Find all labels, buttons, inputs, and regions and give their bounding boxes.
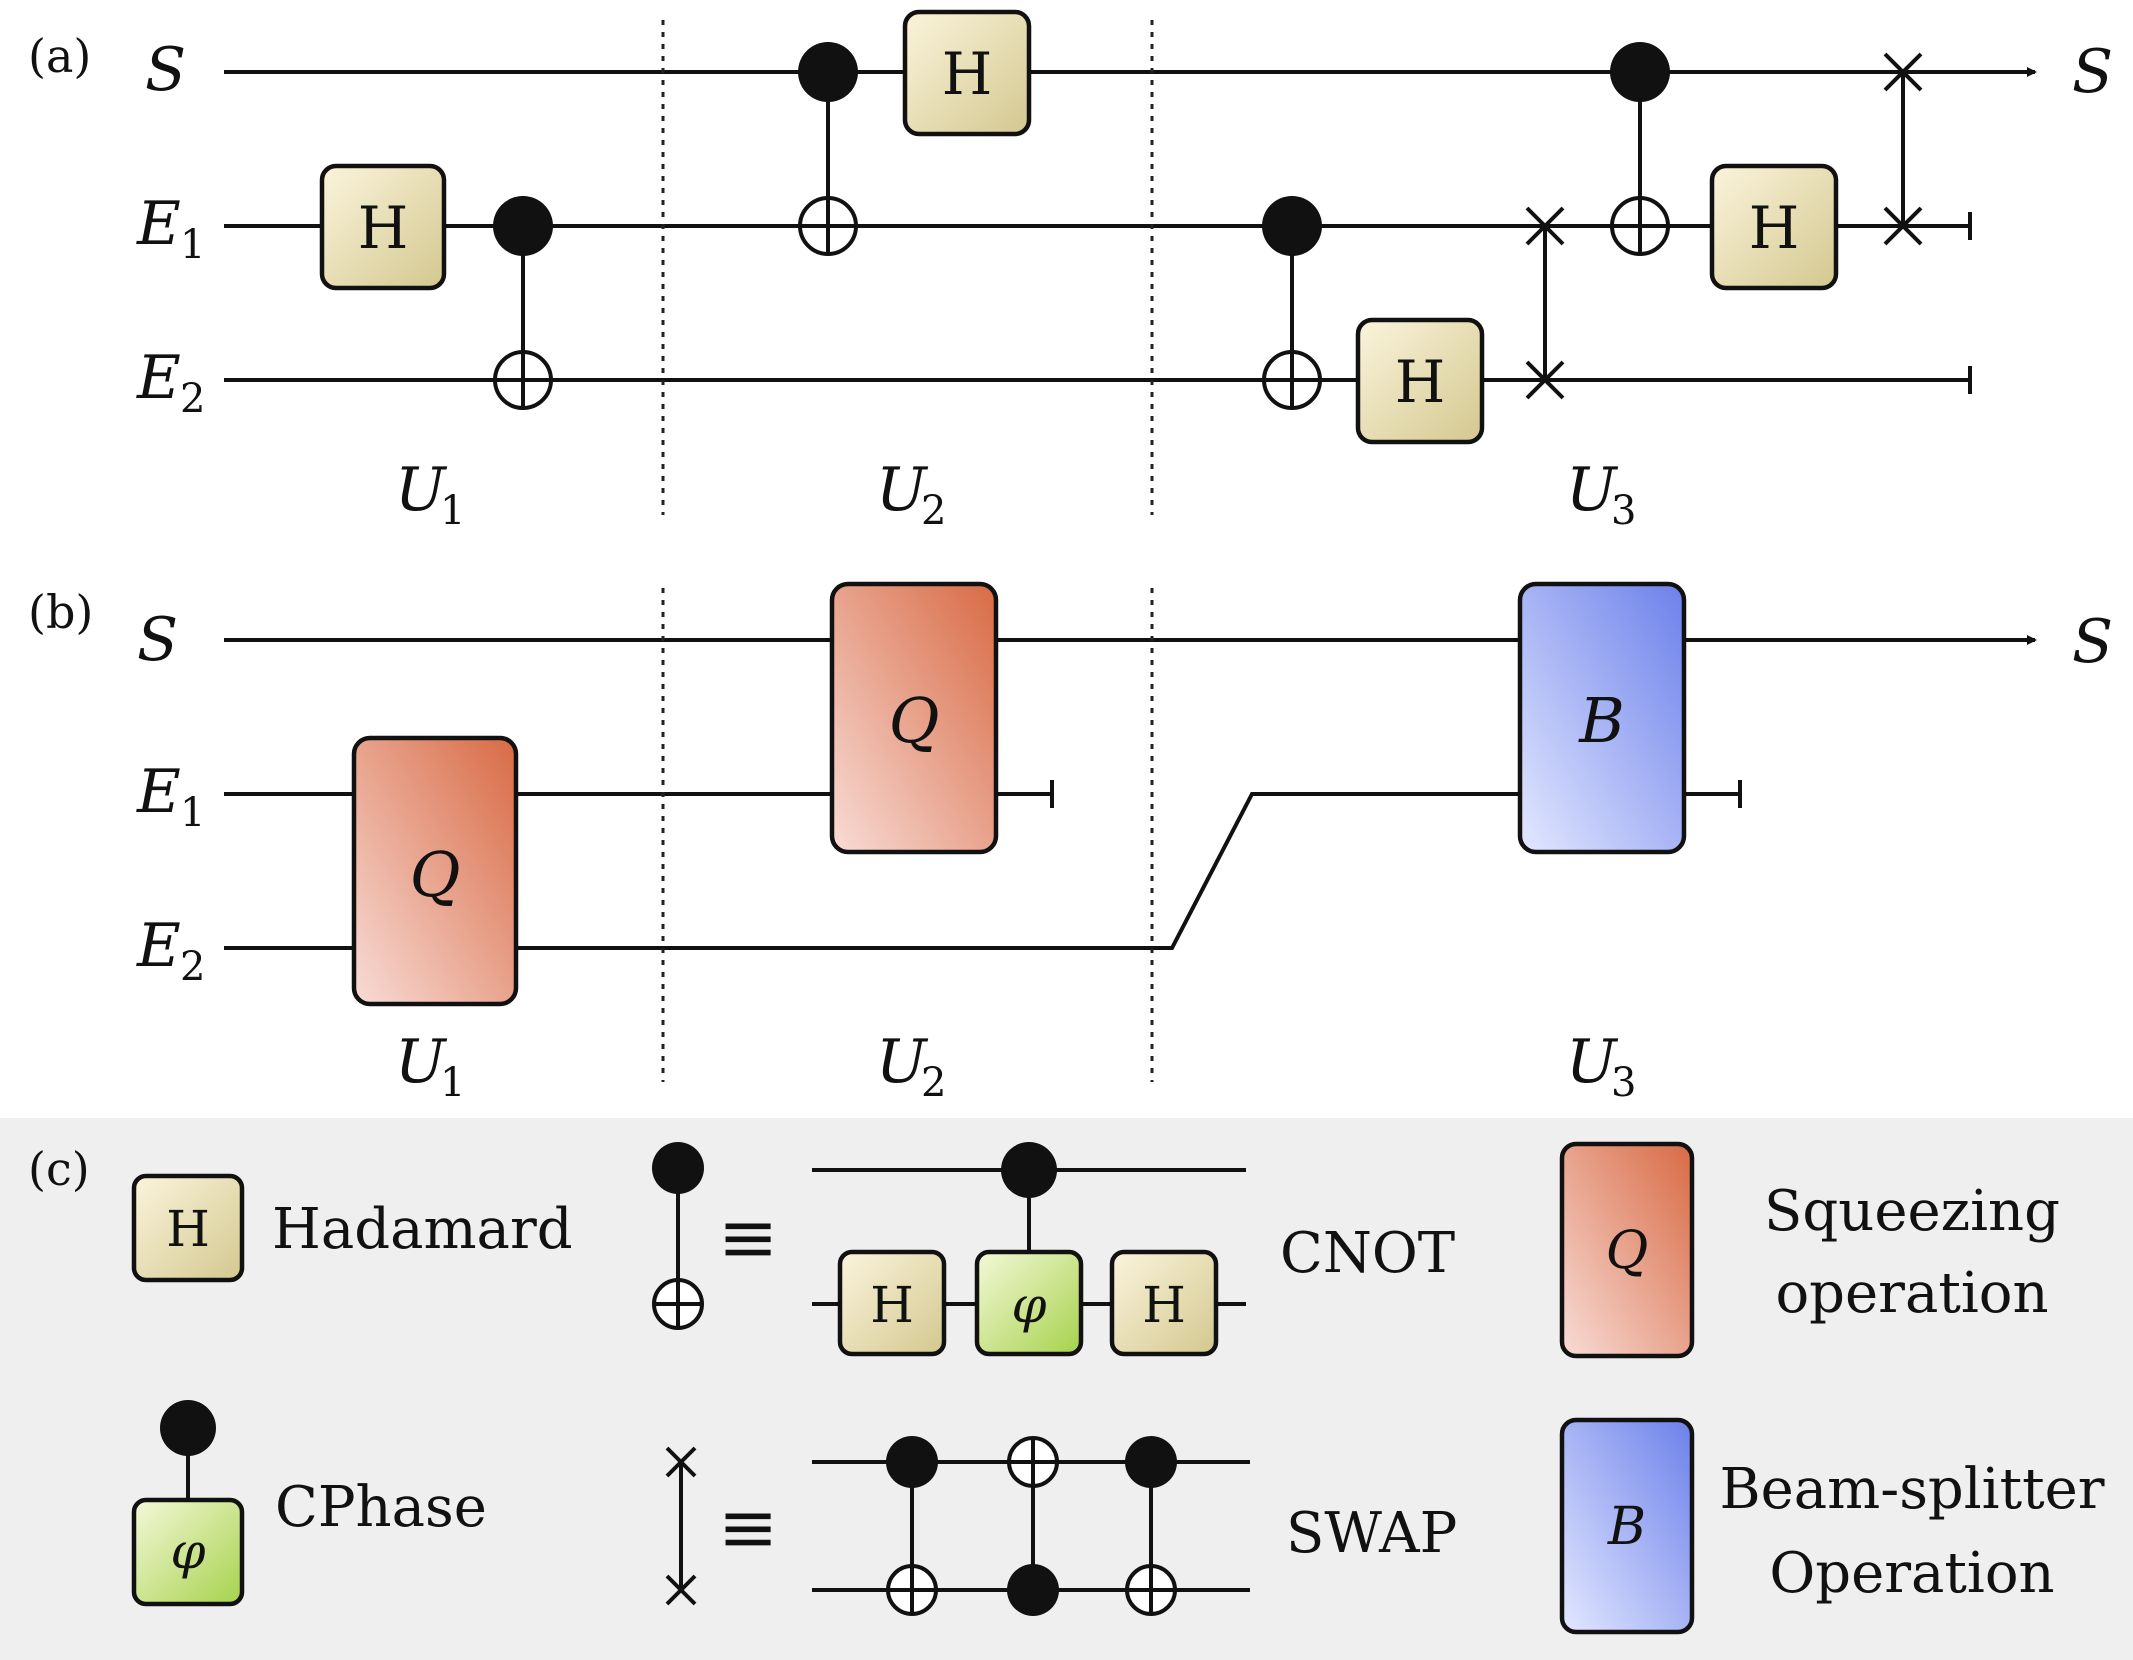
hadamard-gate: H <box>1709 163 1839 291</box>
squeezing-gate: Q <box>351 735 519 1007</box>
stage-label-u3: U 3 <box>1566 455 1636 534</box>
panel-c-legend: (c) H Hadamard φ CPhase ≡ <box>28 1141 2105 1635</box>
svg-text:H: H <box>1395 348 1446 416</box>
svg-text:E: E <box>136 757 181 827</box>
svg-text:H: H <box>166 1200 210 1258</box>
legend-swap-label: SWAP <box>1286 1501 1457 1566</box>
svg-text:B: B <box>1607 1497 1646 1557</box>
legend-beam-splitter-label: Beam-splitter <box>1719 1457 2104 1522</box>
stage-label-u1: U 1 <box>395 455 465 534</box>
stage-label-u3: U 3 <box>1566 1027 1636 1106</box>
svg-text:U: U <box>876 1027 929 1097</box>
legend-hadamard-label: Hadamard <box>272 1197 573 1262</box>
output-label-s: S <box>2072 607 2113 677</box>
legend-cphase-symbol: φ <box>131 1400 245 1607</box>
svg-text:U: U <box>1566 1027 1619 1097</box>
svg-text:U: U <box>876 455 929 525</box>
legend-background <box>0 1118 2133 1660</box>
svg-text:U: U <box>1566 455 1619 525</box>
svg-text:φ: φ <box>170 1522 205 1580</box>
wire-label-e1: E 1 <box>136 757 205 836</box>
legend-swap-equiv: ≡ <box>718 1485 778 1569</box>
svg-text:φ: φ <box>1011 1276 1046 1334</box>
panel-b-tag: (b) <box>28 585 93 639</box>
legend-cnot-label: CNOT <box>1280 1221 1455 1286</box>
wire-label-e1: E 1 <box>136 189 205 268</box>
cnot-gate <box>493 196 553 410</box>
squeezing-gate: Q <box>829 581 999 855</box>
svg-text:Q: Q <box>410 838 461 911</box>
svg-text:2: 2 <box>921 1060 946 1106</box>
svg-text:1: 1 <box>440 488 465 534</box>
svg-text:U: U <box>395 455 448 525</box>
legend-squeezing-label-2: operation <box>1775 1261 2048 1326</box>
legend-beam-splitter-label-2: Operation <box>1769 1541 2054 1606</box>
hadamard-gate: H <box>319 163 447 291</box>
stage-label-u2: U 2 <box>876 455 946 534</box>
panel-a-tag: (a) <box>28 29 91 83</box>
wire-e2 <box>224 792 1740 950</box>
legend-cnot-symbol <box>652 1142 704 1330</box>
svg-text:2: 2 <box>180 376 205 422</box>
output-label-s: S <box>2072 37 2113 107</box>
svg-text:2: 2 <box>921 488 946 534</box>
svg-text:E: E <box>136 911 181 981</box>
wire-label-s: S <box>145 35 186 105</box>
panel-c-tag: (c) <box>28 1142 90 1196</box>
svg-text:1: 1 <box>180 222 205 268</box>
legend-cphase-label: CPhase <box>275 1475 487 1540</box>
svg-text:2: 2 <box>180 944 205 990</box>
swap-gate <box>1883 52 1923 246</box>
svg-text:E: E <box>136 189 181 259</box>
svg-text:H: H <box>1749 194 1800 262</box>
svg-text:1: 1 <box>180 790 205 836</box>
beam-splitter-gate: B <box>1517 581 1687 855</box>
svg-text:U: U <box>395 1027 448 1097</box>
svg-text:H: H <box>870 1276 914 1334</box>
svg-text:1: 1 <box>440 1060 465 1106</box>
svg-text:3: 3 <box>1611 1060 1636 1106</box>
swap-gate <box>1525 206 1565 400</box>
wire-label-e2: E 2 <box>136 911 205 990</box>
cnot-gate <box>798 42 858 256</box>
cnot-gate <box>1610 42 1670 256</box>
cnot-gate <box>1262 196 1322 410</box>
svg-text:H: H <box>1142 1276 1186 1334</box>
wire-label-e2: E 2 <box>136 343 205 422</box>
legend-cnot-decomposition: H φ H <box>812 1142 1246 1357</box>
svg-text:H: H <box>942 40 993 108</box>
svg-text:B: B <box>1578 684 1625 757</box>
stage-label-u1: U 1 <box>395 1027 465 1106</box>
svg-text:Q: Q <box>1606 1221 1649 1281</box>
hadamard-gate: H <box>1355 317 1485 445</box>
legend-beam-splitter-symbol: B <box>1559 1417 1695 1635</box>
stage-label-u2: U 2 <box>876 1027 946 1106</box>
legend-swap-decomposition <box>812 1436 1250 1616</box>
legend-hadamard-symbol: H <box>131 1173 245 1283</box>
svg-text:E: E <box>136 343 181 413</box>
legend-cnot-equiv: ≡ <box>718 1195 778 1279</box>
legend-squeezing-label: Squeezing <box>1764 1179 2060 1244</box>
svg-text:H: H <box>358 194 409 262</box>
wire-label-s: S <box>137 605 178 675</box>
svg-text:3: 3 <box>1611 488 1636 534</box>
legend-swap-symbol <box>665 1446 697 1606</box>
panel-a: (a) S E 1 E 2 S H <box>28 9 2113 534</box>
panel-b: (b) S E 1 E 2 S Q Q B U <box>28 581 2113 1106</box>
legend-squeezing-symbol: Q <box>1559 1141 1695 1359</box>
svg-text:Q: Q <box>889 684 940 757</box>
hadamard-gate: H <box>902 9 1032 137</box>
